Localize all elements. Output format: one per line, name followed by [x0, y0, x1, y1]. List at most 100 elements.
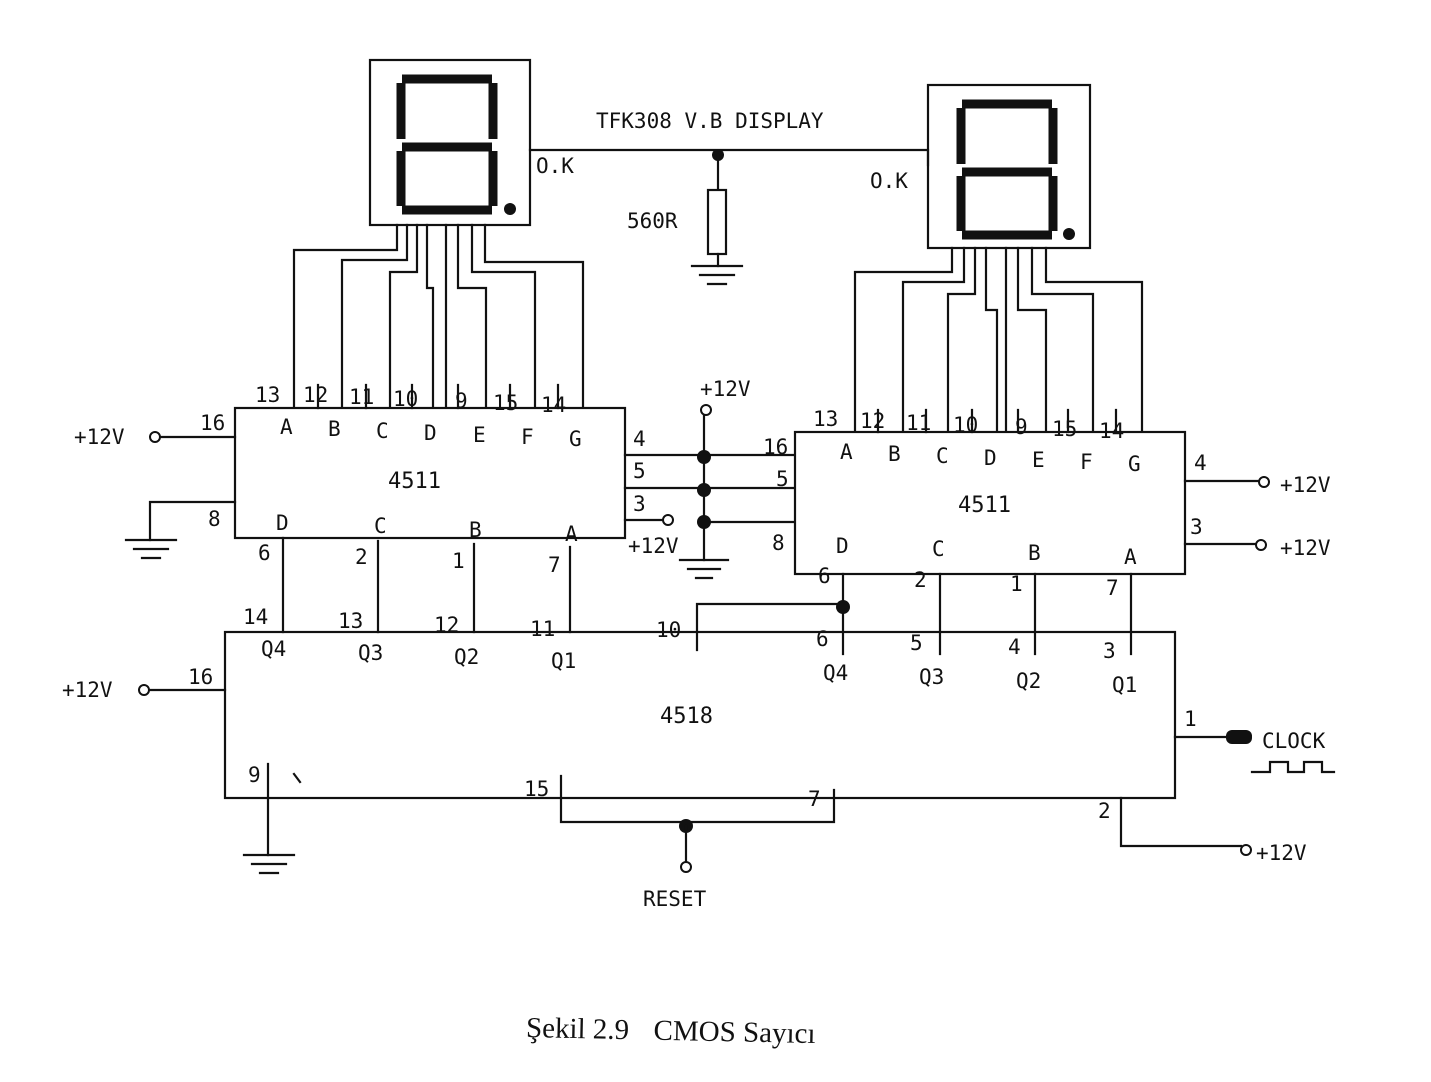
decoder-right-input-pins: D C B A 6 2 1 7 [818, 534, 1137, 600]
decoder-right-pin-name: D [984, 446, 997, 470]
bcd-wiring-right [695, 572, 1133, 656]
supply-terminal [138, 684, 150, 696]
decoder-right-pin-name: B [888, 442, 901, 466]
decoder-left-pin-name: E [473, 423, 486, 447]
counter-out-num: 4 [1008, 635, 1021, 659]
decoder-left-pin-name: B [328, 417, 341, 441]
counter-reset-b-pin: 7 [808, 787, 821, 811]
counter-gnd-pin: 9 [248, 763, 261, 787]
reset-label: RESET [643, 887, 707, 911]
decoder-right-pin-num: 9 [1015, 415, 1028, 439]
supply-label-mid-top: +12V [700, 377, 751, 401]
display-left [368, 58, 532, 227]
decoder-right-pin-name: C [936, 444, 949, 468]
supply-label-counter: +12V [62, 678, 113, 702]
counter-out-num: 13 [338, 609, 363, 633]
tick-mark [292, 772, 302, 784]
decoder-right-in-num: 2 [914, 568, 927, 592]
decoder-right-pin-num: 13 [813, 407, 838, 431]
decoder-left-pin-num: 13 [255, 383, 280, 407]
counter-reset-a-pin: 15 [524, 777, 549, 801]
decoder-left-lt-pin: 4 [633, 427, 646, 451]
counter-out-name: Q3 [919, 665, 944, 689]
counter-left-outputs: 14 13 12 11 Q4 Q3 Q2 Q1 [243, 605, 576, 673]
decoder-left-in-num: 6 [258, 541, 271, 565]
common-cathode-label-left: O.K [536, 154, 574, 178]
decoder-right-pin-num: 15 [1052, 417, 1077, 441]
common-cathode-network [528, 148, 930, 268]
figure-caption-text: CMOS Sayıcı [653, 1014, 816, 1051]
resistor-ground-symbol [690, 264, 744, 286]
decoder-right-in-name: A [1124, 545, 1137, 569]
decoder-left-vdd-pin: 16 [200, 411, 225, 435]
counter-enable-b-pin: 10 [656, 618, 681, 642]
supply-terminal [149, 431, 161, 443]
decoder-right-le-pin: 3 [1190, 515, 1203, 539]
decoder-right-pin-name: G [1128, 452, 1141, 476]
counter-part: 4518 [660, 704, 713, 729]
counter-out-name: Q1 [551, 649, 576, 673]
decoder-left-pin-num: 15 [493, 391, 518, 415]
decoder-right-lt-pin: 4 [1194, 451, 1207, 475]
counter-vdd-pin: 16 [188, 665, 213, 689]
decoder-right-pin-num: 11 [906, 411, 931, 435]
counter-out-name: Q4 [261, 637, 286, 661]
bcd-wiring-left [281, 536, 572, 634]
decoder-right-pin-name: F [1080, 450, 1093, 474]
decoder-right: 4 5 11 13 12 11 10 9 15 14 A B C D E F G D… [763, 407, 1207, 600]
decoder-right-pin-num: 10 [953, 413, 978, 437]
counter-out-name: Q4 [823, 661, 848, 685]
clock-label: CLOCK [1262, 729, 1326, 753]
decoder-right-in-num: 7 [1106, 576, 1119, 600]
decoder-right-in-name: B [1028, 541, 1041, 565]
counter-out-name: Q3 [358, 641, 383, 665]
counter-out-name: Q2 [1016, 669, 1041, 693]
decoder-left-in-name: C [374, 514, 387, 538]
decoder-right-bi-pin: 5 [776, 467, 789, 491]
ground-symbol [124, 538, 178, 560]
decoder-left-pin-num: 11 [349, 385, 374, 409]
display-label: TFK308 V.B DISPLAY [596, 109, 824, 133]
supply-label-right-le: +12V [1280, 536, 1331, 560]
counter-right-outputs: 6 5 4 3 Q4 Q3 Q2 Q1 [816, 627, 1137, 697]
decoder-right-vdd-pin: 16 [763, 435, 788, 459]
supply-label-mid-bottom: +12V [628, 534, 679, 558]
enable-wiring [1119, 796, 1252, 856]
counter-out-num: 14 [243, 605, 268, 629]
decoder-right-in-name: C [932, 537, 945, 561]
decoder-left-pin-name: D [424, 421, 437, 445]
decoder-right-in-num: 6 [818, 564, 831, 588]
decoder-left-pin-num: 12 [303, 383, 328, 407]
decoder-left-pin-name: F [521, 425, 534, 449]
counter-out-num: 6 [816, 627, 829, 651]
figure-caption: Şekil 2.9 CMOS Sayıcı [526, 1012, 816, 1051]
decoder-right-pin-name: A [840, 440, 853, 464]
figure-caption-prefix: Şekil 2.9 [525, 1012, 630, 1047]
decoder-left-pin-num: 10 [393, 387, 418, 411]
counter-out-name: Q2 [454, 645, 479, 669]
decoder-left-in-name: A [565, 522, 578, 546]
clock-input [1173, 730, 1336, 774]
counter-out-num: 11 [530, 617, 555, 641]
counter-out-name: Q1 [1112, 673, 1137, 697]
supply-label-left-decoder: +12V [74, 425, 125, 449]
decoder-right-pin-num: 14 [1099, 419, 1124, 443]
decoder-left-gnd-pin: 8 [208, 507, 221, 531]
counter: 4518 14 13 12 11 Q4 Q3 Q2 Q1 6 5 4 3 Q4 … [188, 605, 1197, 823]
resistor-label: 560R [627, 209, 678, 233]
reset-wiring [559, 774, 836, 873]
counter-out-num: 12 [434, 613, 459, 637]
common-cathode-label-right: O.K [870, 169, 908, 193]
decoder-right-pin-num: 12 [860, 409, 885, 433]
decoder-left-pin-num: 9 [455, 389, 468, 413]
decoder-right-output-pins: 13 12 11 10 9 15 14 A B C D E F G [813, 407, 1141, 476]
decoder-left-in-num: 1 [452, 549, 465, 573]
decoder-left-le-pin: 3 [633, 492, 646, 516]
decoder-left-part: 4511 [388, 469, 441, 494]
decoder-right-in-name: D [836, 534, 849, 558]
decoder-left-pin-name: G [569, 427, 582, 451]
supply-terminal [1258, 476, 1270, 488]
decoder-right-in-num: 1 [1010, 572, 1023, 596]
decoder-left-in-name: D [276, 511, 289, 535]
counter-clock-pin: 1 [1184, 707, 1197, 731]
